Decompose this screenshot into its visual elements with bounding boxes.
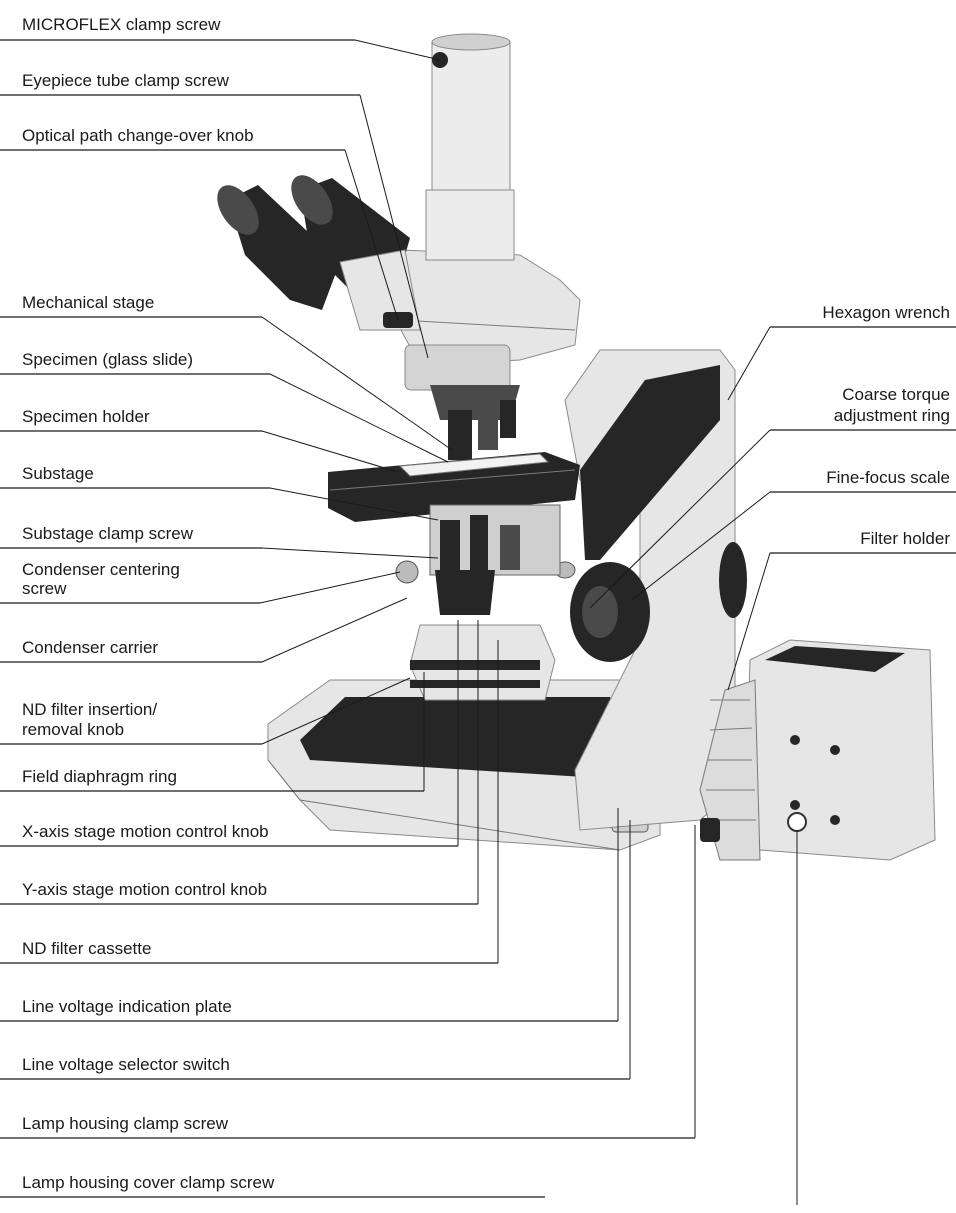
condenser (435, 570, 495, 615)
label-specimen-holder: Specimen holder (22, 407, 150, 426)
right-labels: Hexagon wrench Coarse torque adjustment … (822, 303, 950, 548)
label-hexagon-wrench: Hexagon wrench (822, 303, 950, 322)
objective-1 (448, 410, 472, 460)
head-dovetail (405, 345, 510, 390)
label-coarse-torque-line2: adjustment ring (834, 406, 950, 425)
label-line-voltage-selector-switch: Line voltage selector switch (22, 1055, 230, 1074)
label-nd-filter-knob-line2: removal knob (22, 720, 124, 739)
label-condenser-carrier: Condenser carrier (22, 638, 158, 657)
objective-2 (478, 405, 498, 450)
label-substage: Substage (22, 464, 94, 483)
label-eyepiece-tube-clamp-screw: Eyepiece tube clamp screw (22, 71, 230, 90)
label-line-voltage-indication-plate: Line voltage indication plate (22, 997, 232, 1016)
nd-filter-slot-1 (410, 660, 540, 670)
label-fine-focus-scale: Fine-focus scale (826, 468, 950, 487)
nd-filter-slot-2 (410, 680, 540, 688)
label-nd-filter-cassette: ND filter cassette (22, 939, 151, 958)
label-field-diaphragm-ring: Field diaphragm ring (22, 767, 177, 786)
label-nd-filter-knob-line1: ND filter insertion/ (22, 700, 157, 719)
label-y-axis-knob: Y-axis stage motion control knob (22, 880, 267, 899)
label-optical-path-change-over-knob: Optical path change-over knob (22, 126, 254, 145)
label-mechanical-stage: Mechanical stage (22, 293, 154, 312)
label-microflex-clamp-screw: MICROFLEX clamp screw (22, 15, 221, 34)
label-condenser-centering-line2: screw (22, 579, 67, 598)
label-lamp-housing-clamp-screw: Lamp housing clamp screw (22, 1114, 229, 1133)
microscope-illustration (209, 34, 935, 860)
label-lamp-housing-cover-clamp-screw: Lamp housing cover clamp screw (22, 1173, 275, 1192)
label-filter-holder: Filter holder (860, 529, 950, 548)
label-specimen-glass-slide: Specimen (glass slide) (22, 350, 193, 369)
focus-knob-rear (719, 542, 747, 618)
label-coarse-torque-line1: Coarse torque (842, 385, 950, 404)
label-x-axis-knob: X-axis stage motion control knob (22, 822, 269, 841)
label-substage-clamp-screw: Substage clamp screw (22, 524, 194, 543)
lamp-cover-screw (788, 813, 806, 831)
label-condenser-centering-line1: Condenser centering (22, 560, 180, 579)
